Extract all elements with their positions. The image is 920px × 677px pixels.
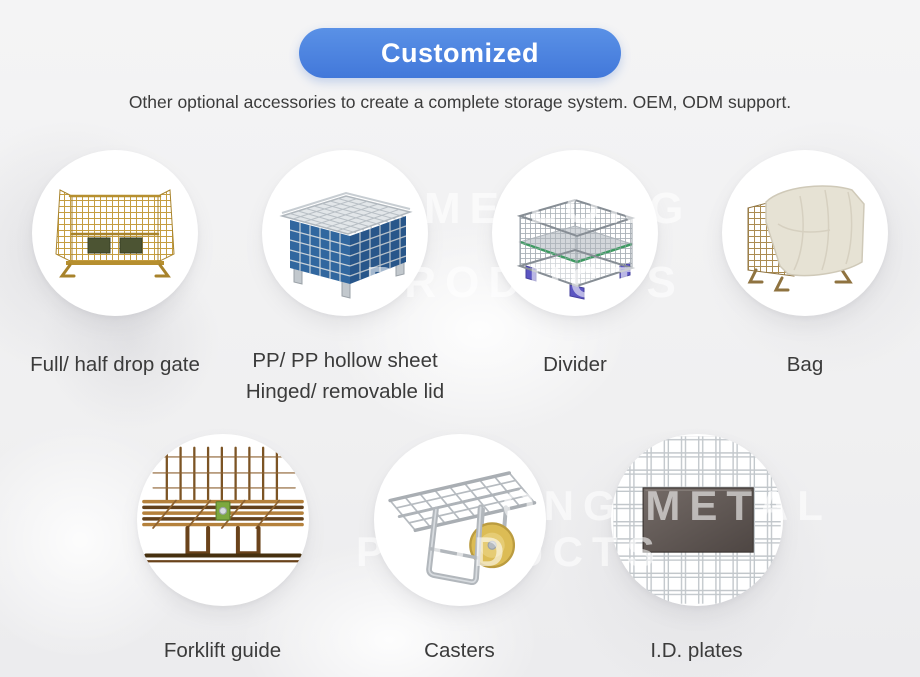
- accessory-photo-circle: [492, 150, 658, 316]
- section-title: Customized: [380, 37, 539, 68]
- accessory-label: Casters: [424, 639, 495, 662]
- pp-sheet-lid-image: [279, 191, 413, 299]
- accessory-label: PP/ PP hollow sheet Hinged/ removable li…: [246, 346, 444, 408]
- accessory-label-line2: Hinged/ removable lid: [245, 379, 445, 403]
- bag-image: [747, 185, 865, 292]
- id-plate-image: [612, 436, 781, 604]
- section-title-banner: Customized: [299, 28, 621, 78]
- casters-image: [387, 471, 536, 586]
- accessory-photo-circle: [262, 150, 428, 316]
- divider-image: [516, 198, 636, 300]
- accessory-photo-circle: [373, 434, 546, 606]
- accessory-card-id-plates: I.D. plates: [578, 434, 815, 667]
- section-subtitle: Other optional accessories to create a c…: [128, 92, 792, 112]
- accessory-card-pp-sheet-lid: PP/ PP hollow sheet Hinged/ removable li…: [230, 150, 460, 408]
- accessory-card-bag: Bag: [690, 150, 920, 408]
- accessory-label: Divider: [543, 353, 607, 376]
- accessory-photo-circle: [32, 150, 198, 316]
- accessory-photo-circle: [722, 150, 888, 316]
- accessory-label: Forklift guide: [163, 639, 282, 662]
- accessory-label: I.D. plates: [650, 639, 743, 662]
- forklift-guide-image: [141, 446, 304, 563]
- accessory-photo-circle: [610, 434, 783, 606]
- accessory-label: Bag: [786, 353, 824, 376]
- accessory-card-drop-gate: Full/ half drop gate: [0, 150, 230, 408]
- accessories-row-1: Full/ half drop gate: [0, 150, 920, 408]
- accessory-label-line1: PP/ PP hollow sheet: [252, 349, 438, 372]
- drop-gate-image: [55, 189, 175, 278]
- accessory-card-divider: Divider: [460, 150, 690, 408]
- accessories-row-2: Forklift guide: [104, 434, 816, 667]
- accessory-card-casters: Casters: [341, 434, 578, 667]
- accessory-photo-circle: [136, 434, 309, 606]
- accessory-card-forklift-guide: Forklift guide: [104, 434, 341, 667]
- accessory-label: Full/ half drop gate: [30, 353, 200, 376]
